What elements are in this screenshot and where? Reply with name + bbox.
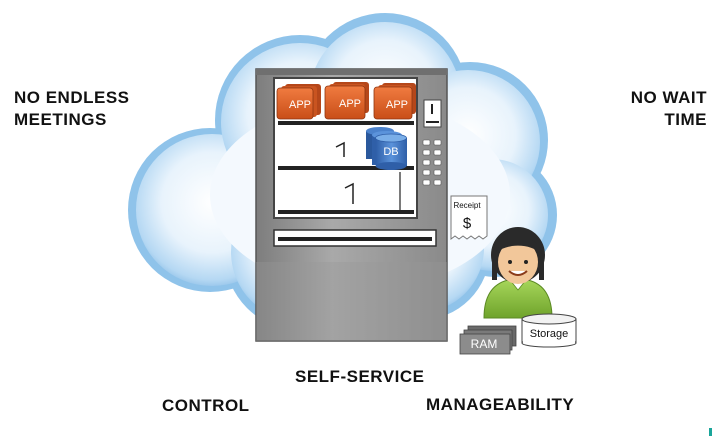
- no-wait-time-label: NO WAIT TIME: [631, 87, 707, 131]
- db-label: DB: [383, 146, 398, 158]
- shelf: [278, 166, 414, 170]
- no-endless-meetings-label: NO ENDLESS MEETINGS: [14, 87, 130, 131]
- no-endless-line: NO ENDLESS: [14, 88, 130, 107]
- ram-label: RAM: [471, 337, 498, 351]
- ram-icon: RAM: [459, 325, 517, 355]
- receipt-symbol: $: [463, 215, 472, 232]
- app-box: APP: [276, 84, 321, 120]
- self-service-label: SELF-SERVICE: [295, 367, 425, 386]
- control-label: CONTROL: [162, 396, 250, 415]
- vending-machine: APP APP APP DB: [255, 68, 448, 342]
- manageability-label: MANAGEABILITY: [426, 395, 575, 414]
- app-label: APP: [339, 98, 361, 110]
- app-box: APP: [373, 83, 416, 120]
- time-line: TIME: [664, 110, 707, 129]
- app-label: APP: [289, 99, 311, 111]
- receipt-icon: Receipt $: [450, 195, 488, 240]
- receipt-label: Receipt: [453, 201, 481, 210]
- keypad: [422, 139, 442, 186]
- no-wait-line: NO WAIT: [630, 88, 707, 107]
- shelf: [278, 121, 414, 125]
- storage-label: Storage: [530, 328, 569, 340]
- database-icon: DB: [366, 127, 407, 170]
- user-icon: [483, 227, 553, 319]
- corner-mark: [709, 428, 712, 436]
- app-box: APP: [324, 82, 369, 120]
- shelf: [278, 210, 414, 214]
- storage-icon: Storage: [521, 313, 577, 348]
- app-label: APP: [386, 99, 408, 111]
- meetings-line: MEETINGS: [14, 110, 107, 129]
